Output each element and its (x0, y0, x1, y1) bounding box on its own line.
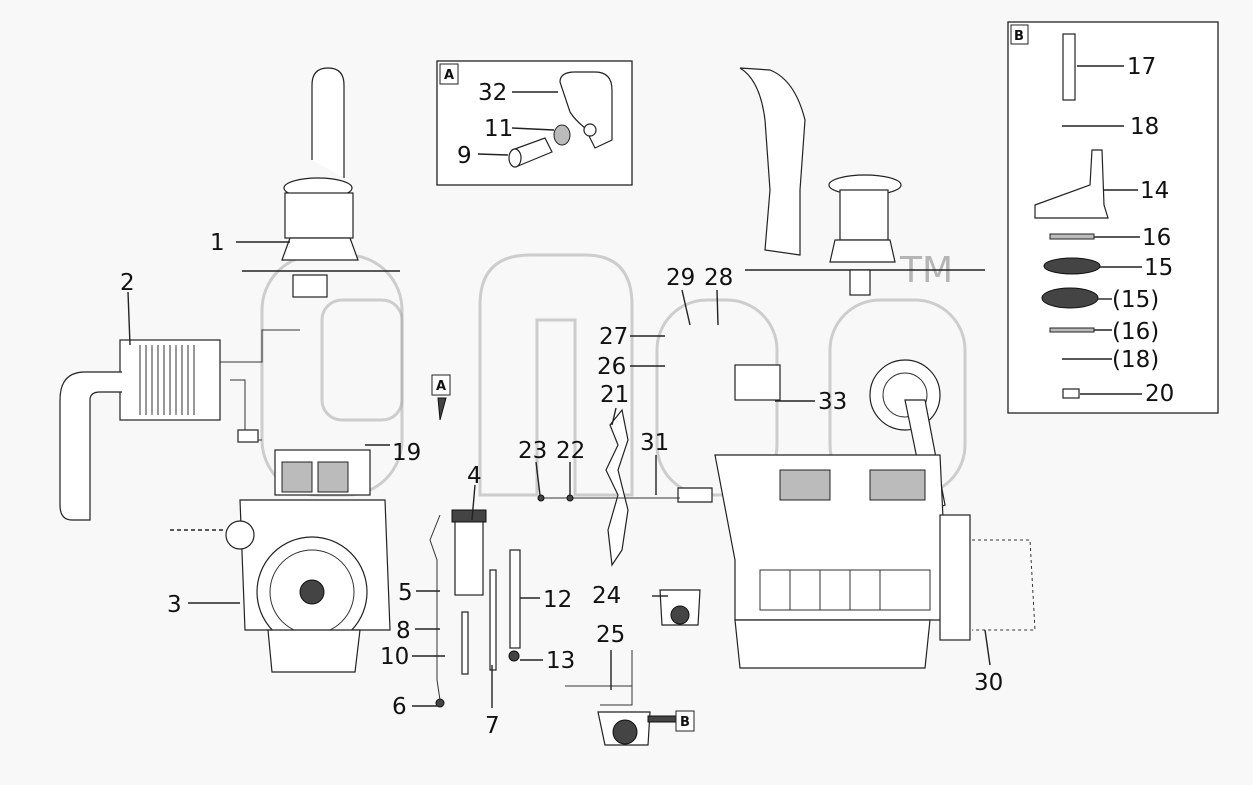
callout-32: 32 (478, 80, 507, 106)
callout-16b: (16) (1112, 319, 1159, 345)
callout-4: 4 (467, 463, 482, 489)
callout-6: 6 (392, 694, 407, 720)
callout-30: 30 (974, 670, 1003, 696)
callout-28: 28 (704, 265, 733, 291)
tube-12 (509, 549, 521, 649)
washer-16b-part (1049, 327, 1095, 333)
turbocharger (869, 359, 941, 431)
callout-11: 11 (484, 116, 513, 142)
dipstick-7 (489, 569, 497, 671)
callout-3: 3 (167, 592, 182, 618)
clamp-part (559, 71, 613, 149)
callout-8: 8 (396, 618, 411, 644)
callout-18: 18 (1130, 114, 1159, 140)
inset-b: B 17 18 14 16 15 (15) (16) (18) 20 (1007, 21, 1219, 414)
callout-18b: (18) (1112, 347, 1159, 373)
engine-front-view (59, 67, 400, 673)
washer-16-part (1049, 233, 1095, 240)
inset-b-tag: B (1014, 29, 1024, 44)
callout-23: 23 (518, 438, 547, 464)
callout-31: 31 (640, 430, 669, 456)
callout-15: 15 (1144, 255, 1173, 281)
callout-33: 33 (818, 389, 847, 415)
mount-15b-part (1041, 287, 1099, 309)
callout-9: 9 (457, 143, 472, 169)
bolt-17-part (1062, 33, 1076, 101)
mount-15-part (1043, 257, 1101, 275)
callout-12: 12 (543, 587, 572, 613)
callout-15b: (15) (1112, 287, 1159, 313)
callout-1: 1 (210, 230, 225, 256)
callout-10: 10 (380, 644, 409, 670)
inset-a: A 32 11 9 (436, 60, 633, 186)
exhaust-stack-right (739, 67, 806, 256)
exhaust-stack-left (311, 67, 345, 178)
inset-a-tag: A (444, 68, 454, 83)
callout-5: 5 (398, 580, 413, 606)
callout-13: 13 (546, 648, 575, 674)
callout-2: 2 (120, 270, 135, 296)
middle-parts: B A (429, 374, 695, 746)
bracket-14-part (1034, 149, 1109, 219)
callout-7: 7 (485, 713, 500, 739)
engine-side-view (640, 67, 1036, 669)
callout-17: 17 (1127, 54, 1156, 80)
flywheel-housing (939, 514, 971, 641)
fan-blade (605, 408, 629, 567)
callout-29: 29 (666, 265, 695, 291)
callout-25: 25 (596, 622, 625, 648)
callout-19: 19 (392, 440, 421, 466)
marker-b: B (680, 715, 690, 730)
callout-14: 14 (1140, 178, 1169, 204)
fuel-filter (454, 514, 484, 596)
callout-26: 26 (597, 354, 626, 380)
callout-21: 21 (600, 382, 629, 408)
washer-part (553, 124, 571, 146)
callout-27: 27 (599, 324, 628, 350)
callout-22: 22 (556, 438, 585, 464)
callout-16: 16 (1142, 225, 1171, 251)
callout-20: 20 (1145, 381, 1174, 407)
callouts: 1 2 3 4 5 6 7 8 10 12 13 19 21 22 23 24 … (120, 230, 1003, 739)
nut-20-part (1062, 388, 1080, 399)
marker-a: A (436, 379, 446, 394)
callout-24: 24 (592, 583, 621, 609)
leader-lines (127, 241, 991, 708)
